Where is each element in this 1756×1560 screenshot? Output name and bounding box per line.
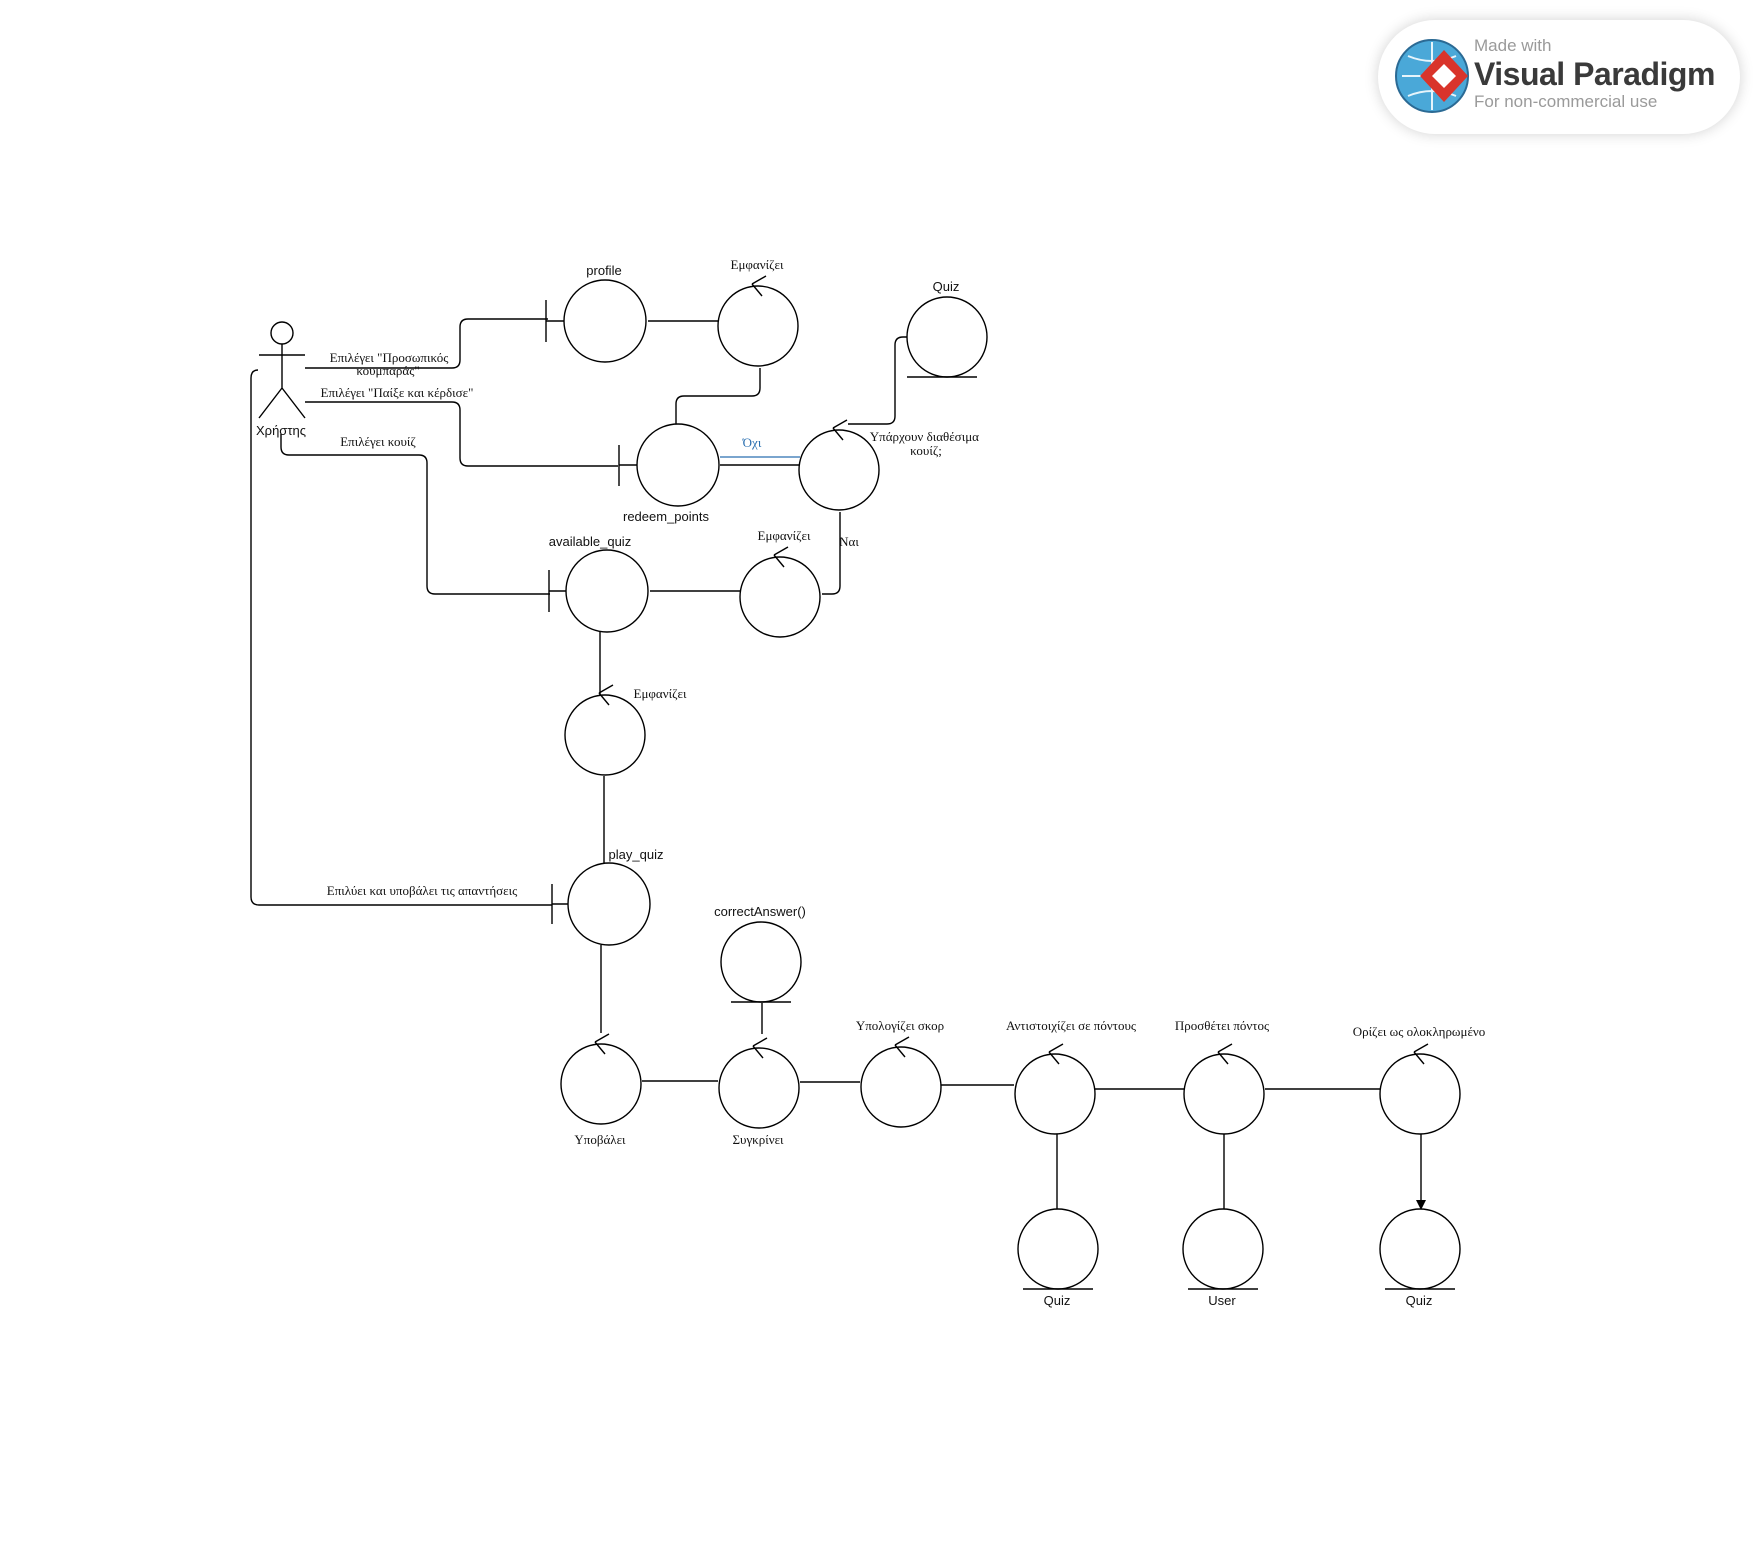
connectors [250, 318, 1426, 1210]
control-complete[interactable] [1379, 1043, 1461, 1135]
link-label-yes: Ναι [839, 534, 859, 549]
control-compare[interactable] [718, 1037, 800, 1129]
control-available[interactable] [798, 419, 880, 511]
link-available-quiz-entity[interactable] [848, 336, 912, 425]
label-compare: Συγκρίνει [732, 1132, 784, 1147]
control-submit[interactable] [560, 1033, 642, 1125]
actor-user[interactable] [258, 321, 306, 419]
link-actor-redeem[interactable] [305, 401, 618, 467]
boundary-profile[interactable] [545, 279, 647, 363]
link-label-select-quiz: Επιλέγει κουίζ [340, 434, 416, 449]
label-play-quiz: play_quiz [609, 847, 664, 862]
label-correct-answer: correctAnswer() [714, 904, 806, 919]
control-map[interactable] [1014, 1043, 1096, 1135]
label-redeem-points: redeem_points [623, 509, 709, 524]
label-profile: profile [586, 263, 621, 278]
label-submit: Υποβάλει [574, 1132, 626, 1147]
visual-paradigm-logo-icon [1394, 36, 1474, 116]
entity-quiz-1[interactable] [1017, 1208, 1099, 1290]
link-label-play: Επιλέγει "Παίξε και κέρδισε" [321, 385, 474, 400]
label-user: User [1208, 1293, 1236, 1308]
label-quiz-1: Quiz [1044, 1293, 1071, 1308]
labels: Χρήστης profile Εμφανίζει Quiz redeem_po… [256, 257, 1485, 1308]
link-label-solve-submit: Επιλύει και υποβάλει τις απαντήσεις [327, 883, 518, 898]
link-label-no: Όχι [742, 435, 762, 450]
control-show-3[interactable] [564, 684, 646, 776]
label-show-1: Εμφανίζει [731, 257, 784, 272]
link-available-show2[interactable] [822, 512, 841, 595]
watermark-sub: For non-commercial use [1474, 92, 1658, 111]
label-add: Προσθέτει πόντος [1175, 1018, 1270, 1033]
control-add[interactable] [1183, 1043, 1265, 1135]
control-show-1[interactable] [717, 275, 799, 367]
label-available-l2: κουίζ; [910, 443, 942, 458]
link-actor-available[interactable] [280, 434, 550, 595]
label-show-2: Εμφανίζει [758, 528, 811, 543]
label-complete: Ορίζει ως ολοκληρωμένο [1353, 1024, 1486, 1039]
watermark-badge: Made with Visual Paradigm For non-commer… [1378, 20, 1740, 134]
link-label-piggy-2: κουμπαράς" [356, 363, 419, 378]
label-score: Υπολογίζει σκορ [856, 1018, 944, 1033]
label-available-l1: Υπάρχουν διαθέσιμα [870, 429, 979, 444]
watermark-made: Made with [1474, 36, 1552, 55]
watermark-text: Made with Visual Paradigm For non-commer… [1474, 36, 1715, 112]
label-quiz-top: Quiz [933, 279, 960, 294]
link-show1-redeem[interactable] [675, 368, 761, 426]
label-map: Αντιστοιχίζει σε πόντους [1006, 1018, 1137, 1033]
actor-label: Χρήστης [256, 423, 306, 438]
label-show-3: Εμφανίζει [634, 686, 687, 701]
entity-quiz-2[interactable] [1379, 1208, 1461, 1290]
link-label-piggy-1: Επιλέγει "Προσωπικός [330, 350, 450, 365]
link-actor-profile[interactable] [305, 318, 548, 369]
link-actor-playquiz[interactable] [250, 369, 552, 906]
control-score[interactable] [860, 1036, 942, 1128]
watermark-brand: Visual Paradigm [1474, 56, 1715, 92]
entity-quiz-top[interactable] [906, 296, 988, 378]
boundary-available-quiz[interactable] [548, 549, 649, 633]
label-quiz-2: Quiz [1406, 1293, 1433, 1308]
boundary-redeem-points[interactable] [618, 423, 720, 507]
boundary-play-quiz[interactable] [551, 862, 651, 946]
label-available: Υπάρχουν διαθέσιμα κουίζ; [870, 429, 982, 458]
control-show-2[interactable] [739, 546, 821, 638]
entity-correct-answer[interactable] [720, 921, 802, 1003]
arrowhead [1416, 1200, 1426, 1210]
entity-user[interactable] [1182, 1208, 1264, 1290]
label-available-quiz: available_quiz [549, 534, 631, 549]
